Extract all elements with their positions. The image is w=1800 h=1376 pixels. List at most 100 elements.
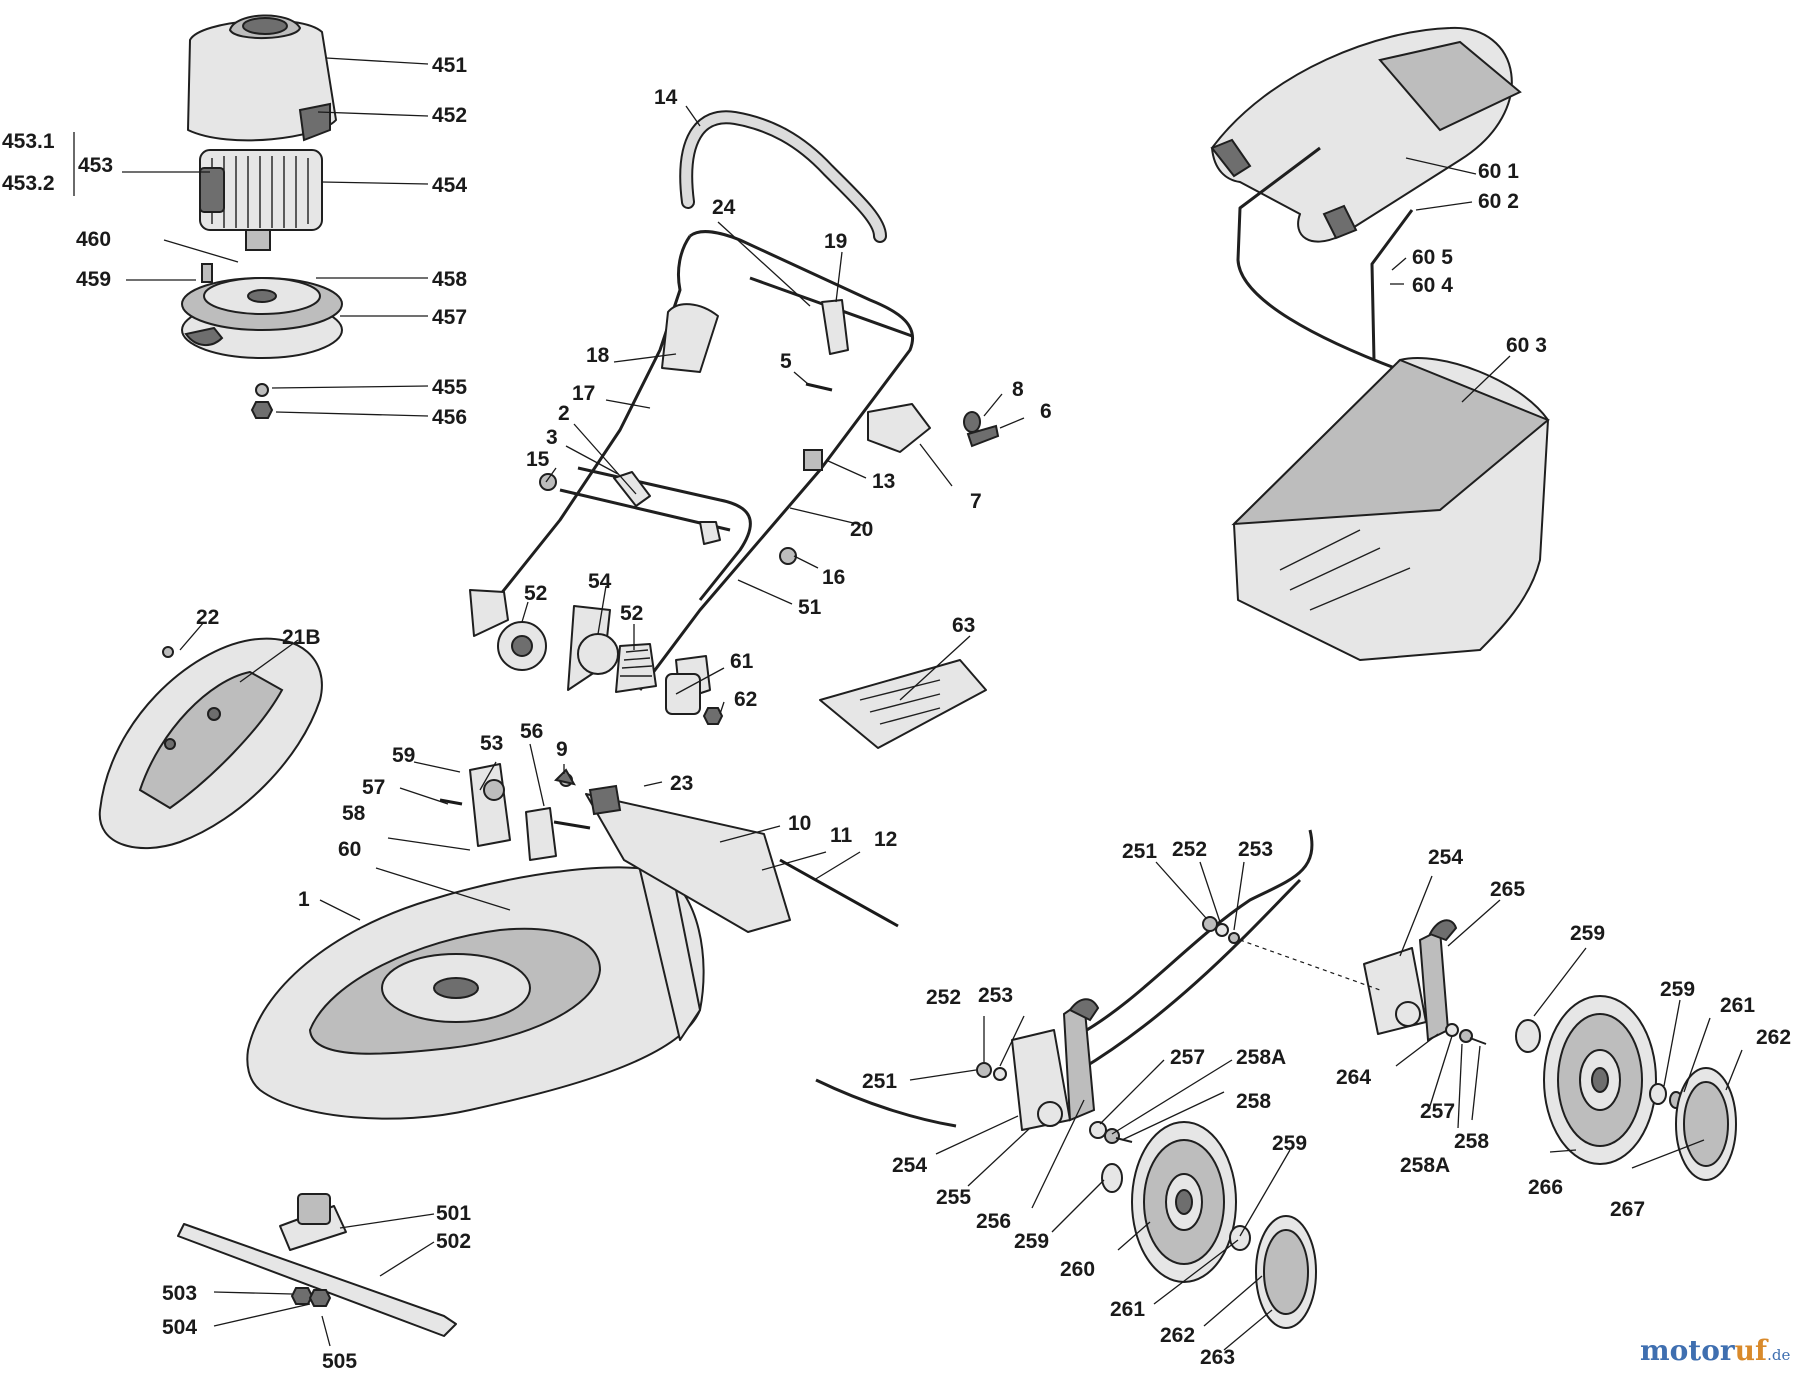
blade-assembly <box>177 1193 457 1337</box>
label-60-4: 60 4 <box>1412 274 1453 297</box>
label-252b: 252 <box>926 986 961 1009</box>
label-258a: 258 <box>1454 1130 1489 1153</box>
label-51: 51 <box>798 596 822 619</box>
label-13: 13 <box>872 470 895 493</box>
label-452: 452 <box>432 104 467 127</box>
motor-flange <box>181 263 343 359</box>
grass-catcher <box>1210 26 1550 661</box>
label-502: 502 <box>436 1230 471 1253</box>
label-21b: 21B <box>282 626 321 649</box>
label-6: 6 <box>1040 400 1052 423</box>
label-253b: 253 <box>978 984 1013 1007</box>
watermark-suffix: .de <box>1767 1346 1790 1364</box>
label-9: 9 <box>556 738 568 761</box>
watermark-logo: motoruf.de <box>1640 1334 1790 1367</box>
label-18: 18 <box>586 344 610 367</box>
label-260: 260 <box>1060 1258 1095 1281</box>
label-3: 3 <box>546 426 558 449</box>
label-24: 24 <box>712 196 736 219</box>
label-504: 504 <box>162 1316 197 1339</box>
label-60-5: 60 5 <box>1412 246 1453 269</box>
label-264: 264 <box>1336 1066 1371 1089</box>
motor-assembly <box>181 14 343 419</box>
label-256: 256 <box>976 1210 1011 1233</box>
label-57: 57 <box>362 776 385 799</box>
label-501: 501 <box>436 1202 471 1225</box>
label-257a: 257 <box>1420 1100 1455 1123</box>
label-59: 59 <box>392 744 415 767</box>
label-453: 453 <box>78 154 113 177</box>
label-52b: 52 <box>620 602 643 625</box>
label-459: 459 <box>76 268 111 291</box>
label-2: 2 <box>558 402 570 425</box>
label-60-1: 60 1 <box>1478 160 1519 183</box>
leader-lines <box>73 57 1743 1351</box>
label-263: 263 <box>1200 1346 1235 1369</box>
label-251a: 251 <box>1122 840 1157 863</box>
label-460: 460 <box>76 228 111 251</box>
label-254b: 254 <box>892 1154 927 1177</box>
wheel-assembly <box>815 829 1737 1329</box>
label-52a: 52 <box>524 582 547 605</box>
label-22: 22 <box>196 606 219 629</box>
svg-text:motoruf.de: motoruf.de <box>1640 1334 1790 1367</box>
label-453-1: 453.1 <box>2 130 55 153</box>
motor-unit <box>199 149 323 251</box>
label-1: 1 <box>298 888 310 911</box>
label-451: 451 <box>432 54 467 77</box>
label-255: 255 <box>936 1186 971 1209</box>
label-254a: 254 <box>1428 846 1463 869</box>
label-267: 267 <box>1610 1198 1645 1221</box>
label-505: 505 <box>322 1350 357 1373</box>
label-61: 61 <box>730 650 754 673</box>
label-251b: 251 <box>862 1070 897 1093</box>
label-454: 454 <box>432 174 467 197</box>
rear-flap <box>98 637 323 849</box>
motor-cover <box>187 14 337 142</box>
label-262a: 262 <box>1756 1026 1791 1049</box>
label-53: 53 <box>480 732 503 755</box>
label-259b: 259 <box>1660 978 1695 1001</box>
label-60-2: 60 2 <box>1478 190 1519 213</box>
label-15: 15 <box>526 448 550 471</box>
label-258Ab: 258A <box>1236 1046 1286 1069</box>
label-453-2: 453.2 <box>2 172 55 195</box>
label-258Aa: 258A <box>1400 1154 1450 1177</box>
label-56: 56 <box>520 720 543 743</box>
label-5: 5 <box>780 350 792 373</box>
label-10: 10 <box>788 812 811 835</box>
label-257b: 257 <box>1170 1046 1205 1069</box>
label-17: 17 <box>572 382 595 405</box>
label-7: 7 <box>970 490 982 513</box>
label-456: 456 <box>432 406 467 429</box>
label-60: 60 <box>338 838 361 861</box>
label-23: 23 <box>670 772 693 795</box>
label-262b: 262 <box>1160 1324 1195 1347</box>
label-16: 16 <box>822 566 845 589</box>
label-14: 14 <box>654 86 678 109</box>
label-503: 503 <box>162 1282 197 1305</box>
label-261a: 261 <box>1720 994 1755 1017</box>
label-457: 457 <box>432 306 467 329</box>
label-266: 266 <box>1528 1176 1563 1199</box>
label-261b: 261 <box>1110 1298 1145 1321</box>
label-19: 19 <box>824 230 847 253</box>
label-63: 63 <box>952 614 975 637</box>
label-54: 54 <box>588 570 612 593</box>
label-58: 58 <box>342 802 366 825</box>
mower-deck <box>246 763 899 1120</box>
watermark-brand-a: motor <box>1640 1334 1736 1367</box>
label-265: 265 <box>1490 878 1525 901</box>
label-8: 8 <box>1012 378 1024 401</box>
label-458: 458 <box>432 268 467 291</box>
label-253a: 253 <box>1238 838 1273 861</box>
label-62: 62 <box>734 688 757 711</box>
label-20: 20 <box>850 518 873 541</box>
label-259d: 259 <box>1272 1132 1307 1155</box>
label-258b: 258 <box>1236 1090 1271 1113</box>
label-259a: 259 <box>1570 922 1605 945</box>
label-252a: 252 <box>1172 838 1207 861</box>
label-60-3: 60 3 <box>1506 334 1547 357</box>
watermark-brand-b: uf <box>1735 1334 1769 1367</box>
